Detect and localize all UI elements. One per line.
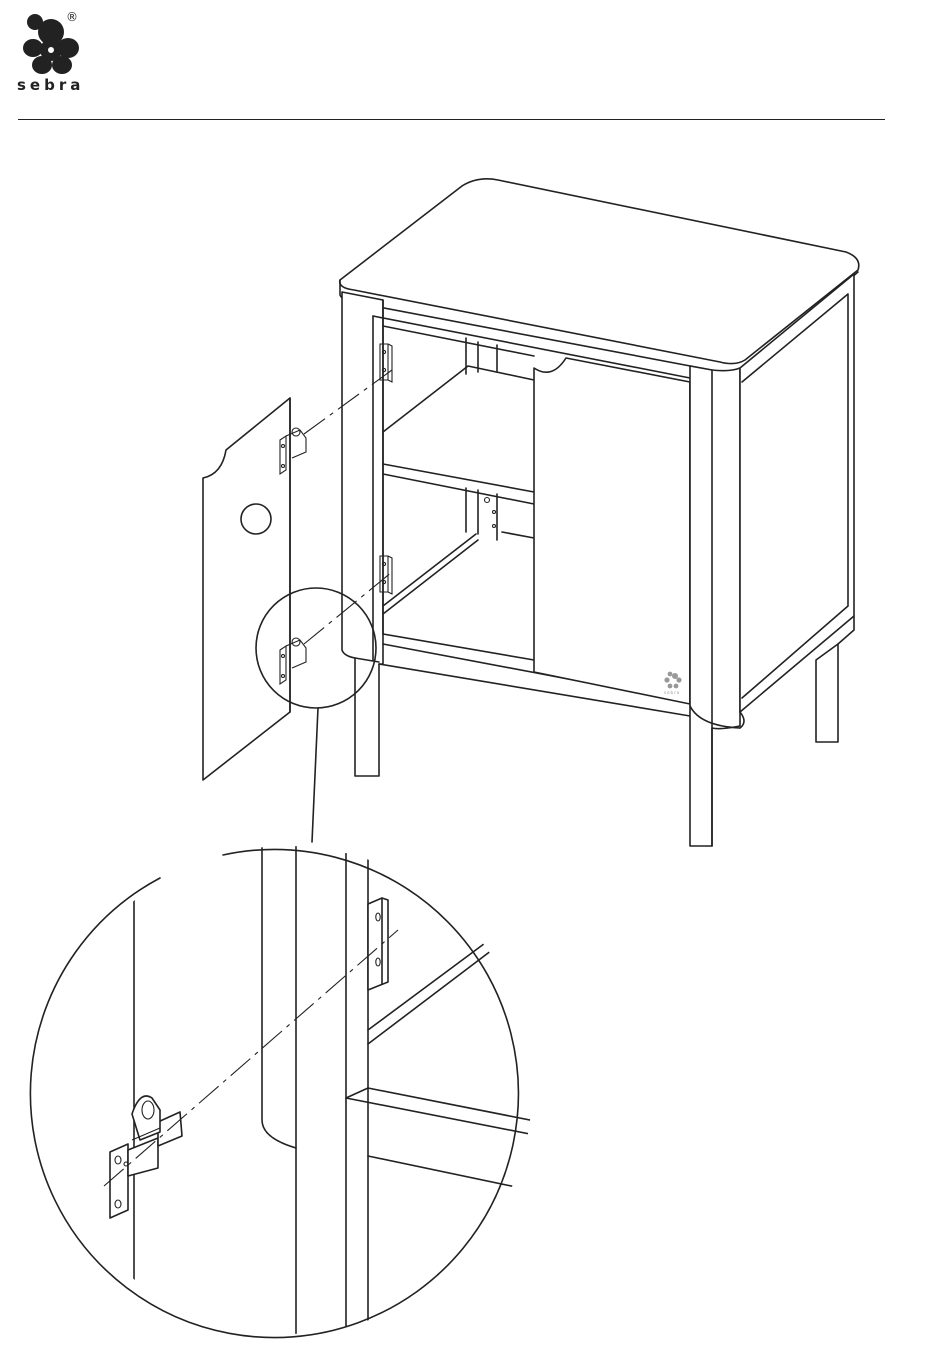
detail-magnified-view [30,820,540,1340]
detail-callout-leader [312,708,318,842]
door-badge-text: sebra [664,690,680,695]
left-door-panel [203,398,290,780]
cabinet-left-frame [342,292,383,776]
hinge-leaf-icon [110,1144,128,1218]
cabinet-right-frame [690,366,740,846]
alignment-line-detail [104,930,398,1186]
right-door [534,358,690,704]
